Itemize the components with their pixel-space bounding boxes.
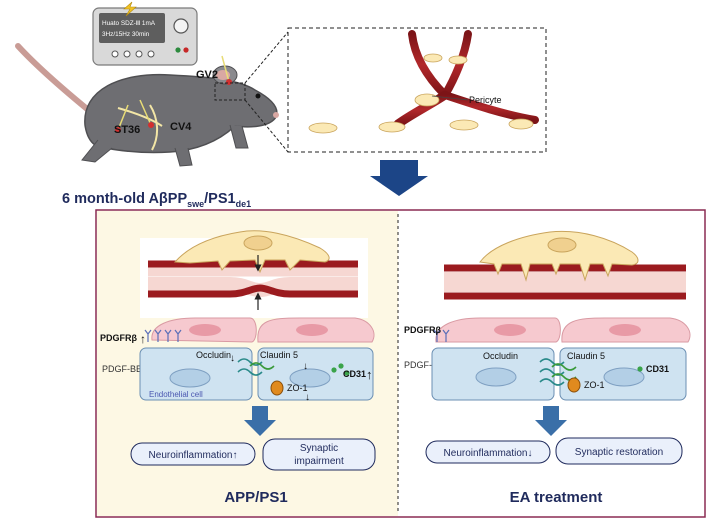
cv4-label: CV4 (170, 121, 192, 133)
left-claudin-label: Claudin 5 (260, 350, 298, 360)
st36-label: ST36 (114, 124, 140, 136)
right-claudin-label: Claudin 5 (567, 351, 605, 361)
vessel-zoom-panel: Pericyte (287, 27, 547, 153)
mouse-front-leg (229, 124, 249, 149)
brain-zoom-box (214, 82, 246, 101)
pericyte-label: Pericyte (469, 95, 502, 105)
mouse-eye (255, 93, 261, 99)
right-outcome1-text: Neuroinflammation↓ (444, 448, 533, 459)
left-zo1-arrow: ↓ (305, 392, 310, 403)
device-screen (99, 13, 165, 43)
left-occludin-label: Occludin (196, 350, 231, 360)
occludin-icon (237, 358, 263, 376)
right-outcome2-text: Synaptic restoration (575, 447, 663, 458)
gv2-point (226, 79, 232, 85)
right-cd31-label: CD31 (646, 364, 669, 374)
right-panel: PDGFRβ PDGF-BB Occludin Claudin 5 ZO-1 C… (404, 230, 691, 506)
mouse-hind-leg (81, 139, 113, 163)
left-outcome2-line2: impairment (294, 456, 344, 467)
stimulator-device: Huato SDZ-Ⅲ 1mA 3Hz/15Hz 30min (92, 1, 198, 66)
left-zo1-label: ZO-1 (287, 383, 308, 393)
st36-point (115, 127, 121, 133)
pericyte-relaxed (479, 230, 639, 282)
right-outcome-synaptic (555, 437, 683, 465)
cd31-icon (331, 363, 350, 376)
left-outcome1-text: Neuroinflammation↑ (149, 450, 238, 461)
mouse-caption: 6 month-old AβPPswe/PS1de1 (62, 191, 251, 209)
down-arrow-icon (370, 160, 428, 196)
left-occludin-arrow: ↓ (230, 353, 235, 364)
device-led-red (183, 47, 189, 53)
left-pdgfrb-label: PDGFRβ (100, 333, 138, 343)
lightning-icon (123, 1, 137, 17)
right-down-arrow-icon (535, 406, 567, 436)
device-line1: Huato SDZ-Ⅲ 1mA (102, 20, 156, 27)
cv4-point (148, 122, 154, 128)
right-cd31-icon (637, 366, 643, 372)
mouse-body (84, 73, 278, 154)
left-panel: PDGFRβ ↑ PDGF-BB ↑ Occludin ↓ Claudin 5 … (100, 230, 376, 506)
left-outcome2-line1: Synaptic (300, 443, 338, 454)
pdgfrb-receptor-icon (144, 329, 182, 342)
left-cd31-label: CD31 (343, 369, 366, 379)
pericyte-contracted (173, 230, 330, 274)
right-pdgfbb-label: PDGF-BB (404, 360, 444, 370)
pericyte-cell (414, 93, 440, 107)
gv2-label: GV2 (196, 69, 218, 81)
right-zo1-label: ZO-1 (584, 380, 605, 390)
right-outcome-neuroinflammation (425, 440, 551, 464)
right-pdgfrb-label: PDGFRβ (404, 325, 442, 335)
device-knob-icon (173, 18, 189, 34)
claudin-icon (249, 362, 275, 370)
zo1-icon (270, 380, 284, 396)
left-cd31-arrow: ↑ (366, 367, 373, 382)
right-panel-title: EA treatment (510, 489, 603, 506)
left-outcome-synaptic (262, 438, 376, 471)
mouse-illustration: GV2 ST36 CV4 (15, 31, 289, 167)
mouse-tail (15, 43, 95, 116)
left-claudin-arrow: ↓ (303, 361, 308, 372)
right-pdgfrb-receptor-icon (433, 329, 450, 342)
left-panel-title: APP/PS1 (224, 489, 287, 506)
left-outcome-neuroinflammation (130, 442, 256, 466)
left-pdgfrb-up-arrow: ↑ (140, 332, 146, 346)
endothelial-label: Endothelial cell (149, 390, 203, 399)
right-zo1-icon (567, 377, 581, 393)
device-led-green (175, 47, 181, 53)
mouse-nose (273, 112, 279, 118)
right-occludin-label: Occludin (483, 351, 518, 361)
left-down-arrow-icon (244, 406, 276, 436)
device-line2: 3Hz/15Hz 30min (102, 31, 150, 38)
left-pdgfbb-label: PDGF-BB (102, 364, 142, 374)
